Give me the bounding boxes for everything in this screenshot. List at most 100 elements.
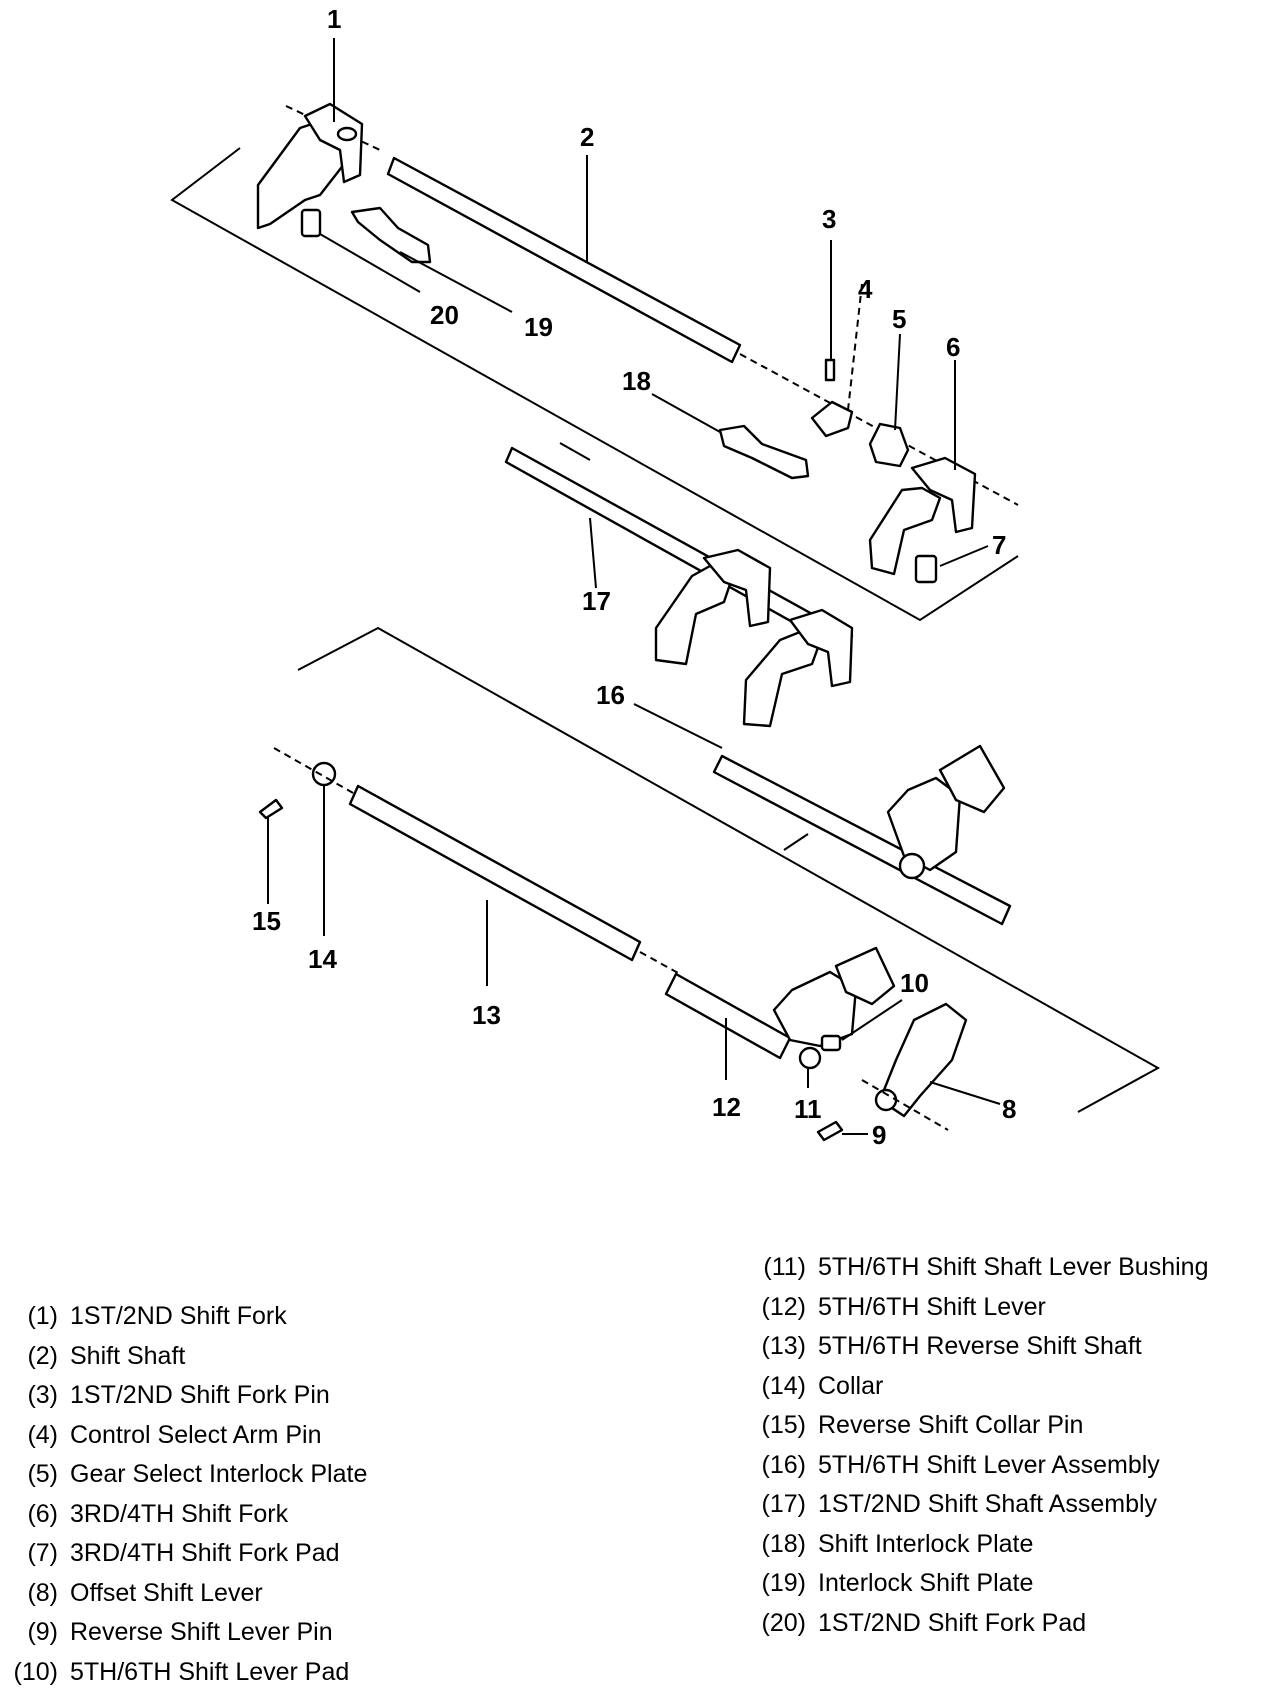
callout-15: 15	[252, 906, 281, 936]
callout-6: 6	[946, 332, 960, 362]
callout-20: 20	[430, 300, 459, 330]
legend-item: (15) Reverse Shift Collar Pin	[748, 1406, 1208, 1446]
callout-9: 9	[872, 1120, 886, 1150]
callout-4: 4	[858, 274, 873, 304]
shift-interlock-plate	[720, 426, 808, 478]
legend-item: (20) 1ST/2ND Shift Fork Pad	[748, 1604, 1208, 1644]
legend-number: (12)	[748, 1288, 806, 1328]
exploded-parts-diagram: 1 2 3 4 5 6 7 8 9 10 11 12 13 14 15 16 1…	[0, 0, 1280, 1200]
legend-item: (2) Shift Shaft	[0, 1337, 367, 1377]
callout-11: 11	[794, 1094, 822, 1124]
gear-select-interlock-plate	[870, 424, 908, 466]
legend-number: (10)	[0, 1653, 58, 1692]
legend-number: (20)	[748, 1604, 806, 1644]
callout-5: 5	[892, 304, 906, 334]
callout-7: 7	[992, 530, 1006, 560]
legend-item: (8) Offset Shift Lever	[0, 1574, 367, 1614]
shift-fork-pad-3rd-4th	[916, 556, 936, 582]
legend-label: Shift Interlock Plate	[818, 1530, 1033, 1558]
legend-number: (15)	[748, 1406, 806, 1446]
legend-label: Gear Select Interlock Plate	[70, 1460, 367, 1488]
legend-item: (16) 5TH/6TH Shift Lever Assembly	[748, 1446, 1208, 1486]
shift-lever-5th-6th	[666, 948, 894, 1058]
callout-14: 14	[308, 944, 337, 974]
lower-assembly-frame	[298, 628, 1158, 1112]
legend-label: 1ST/2ND Shift Fork	[70, 1302, 287, 1330]
reverse-shift-shaft-5th-6th	[350, 786, 680, 974]
legend-number: (6)	[0, 1495, 58, 1535]
legend-item: (6) 3RD/4TH Shift Fork	[0, 1495, 367, 1535]
control-select-arm-pin	[812, 402, 852, 436]
legend-item: (1) 1ST/2ND Shift Fork	[0, 1297, 367, 1337]
callout-3: 3	[822, 204, 836, 234]
frame-tick	[560, 443, 590, 460]
legend-number: (5)	[0, 1455, 58, 1495]
legend-label: 5TH/6TH Reverse Shift Shaft	[818, 1332, 1142, 1360]
legend-label: 1ST/2ND Shift Fork Pin	[70, 1381, 330, 1409]
legend-label: Shift Shaft	[70, 1342, 185, 1370]
legend-item: (9) Reverse Shift Lever Pin	[0, 1613, 367, 1653]
shift-shaft-lever-bushing	[800, 1048, 820, 1068]
interlock-shift-plate	[352, 208, 430, 262]
legend-label: 5TH/6TH Shift Shaft Lever Bushing	[818, 1253, 1208, 1281]
legend-number: (4)	[0, 1416, 58, 1456]
legend-number: (11)	[748, 1248, 806, 1288]
legend-left-column: (1) 1ST/2ND Shift Fork (2) Shift Shaft (3)…	[0, 1297, 367, 1692]
reverse-shift-collar-pin	[260, 800, 282, 818]
frame-tick	[784, 834, 808, 850]
legend-label: 3RD/4TH Shift Fork Pad	[70, 1539, 340, 1567]
shift-lever-assembly-5th-6th	[714, 746, 1010, 924]
legend-number: (2)	[0, 1337, 58, 1377]
legend-right-column: (11) 5TH/6TH Shift Shaft Lever Bushing (1…	[748, 1248, 1208, 1643]
legend-item: (14)Collar	[748, 1367, 1208, 1407]
leader-lines	[268, 38, 1000, 1134]
legend-item: (3) 1ST/2ND Shift Fork Pin	[0, 1376, 367, 1416]
legend-item: (13) 5TH/6TH Reverse Shift Shaft	[748, 1327, 1208, 1367]
legend-item: (18) Shift Interlock Plate	[748, 1525, 1208, 1565]
legend-item: (11) 5TH/6TH Shift Shaft Lever Bushing	[748, 1248, 1208, 1288]
legend-number: (8)	[0, 1574, 58, 1614]
collar-axis	[274, 748, 362, 798]
legend-number: (3)	[0, 1376, 58, 1416]
legend-number: (17)	[748, 1485, 806, 1525]
shift-shaft	[388, 158, 1018, 505]
shift-lever-pad-5th-6th	[822, 1036, 840, 1050]
shift-shaft-assembly-1st-2nd	[506, 448, 852, 726]
legend-number: (13)	[748, 1327, 806, 1367]
legend-label: Offset Shift Lever	[70, 1579, 263, 1607]
shift-fork-pin-1st-2nd	[826, 360, 834, 380]
callout-13: 13	[472, 1000, 501, 1030]
callout-8: 8	[1002, 1094, 1016, 1124]
callout-1: 1	[327, 4, 341, 34]
legend-label: 5TH/6TH Shift Lever Assembly	[818, 1451, 1160, 1479]
legend-item: (5) Gear Select Interlock Plate	[0, 1455, 367, 1495]
legend-label: Reverse Shift Lever Pin	[70, 1618, 333, 1646]
legend-label: 5TH/6TH Shift Lever Pad	[70, 1658, 349, 1686]
legend-number: (1)	[0, 1297, 58, 1337]
legend-label: 3RD/4TH Shift Fork	[70, 1500, 288, 1528]
legend-label: 1ST/2ND Shift Fork Pad	[818, 1609, 1086, 1637]
callout-17: 17	[582, 586, 611, 616]
legend-label: Collar	[818, 1372, 883, 1400]
offset-shift-lever	[862, 1004, 966, 1130]
callout-19: 19	[524, 312, 553, 342]
shift-fork-pad-1st-2nd	[302, 210, 320, 236]
legend-item: (19) Interlock Shift Plate	[748, 1564, 1208, 1604]
reverse-shift-lever-pin	[818, 1122, 842, 1140]
legend-label: Reverse Shift Collar Pin	[818, 1411, 1083, 1439]
callout-10: 10	[900, 968, 929, 998]
legend-number: (16)	[748, 1446, 806, 1486]
legend-number: (18)	[748, 1525, 806, 1565]
callout-12: 12	[712, 1092, 741, 1122]
legend-item: (12)5TH/6TH Shift Lever	[748, 1288, 1208, 1328]
legend-number: (9)	[0, 1613, 58, 1653]
callout-2: 2	[580, 122, 594, 152]
callout-16: 16	[596, 680, 625, 710]
legend-number: (7)	[0, 1534, 58, 1574]
legend-item: (7) 3RD/4TH Shift Fork Pad	[0, 1534, 367, 1574]
legend-item: (10) 5TH/6TH Shift Lever Pad	[0, 1653, 367, 1692]
callout-numbers: 1 2 3 4 5 6 7 8 9 10 11 12 13 14 15 16 1…	[252, 4, 1016, 1150]
legend-label: Interlock Shift Plate	[818, 1569, 1033, 1597]
legend-number: (19)	[748, 1564, 806, 1604]
legend-item: (17)1ST/2ND Shift Shaft Assembly	[748, 1485, 1208, 1525]
